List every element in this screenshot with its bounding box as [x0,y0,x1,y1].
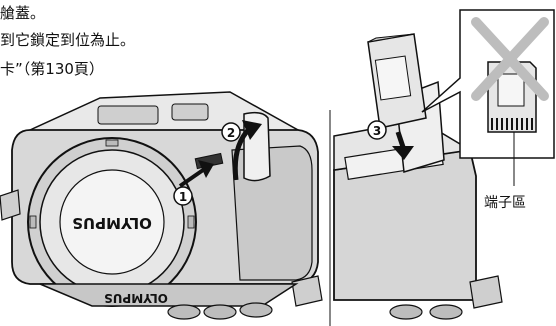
callout-step-3: 3 [368,121,386,139]
callout-step-1: 1 [174,187,192,205]
brand-text-base: OLYMPUS [104,291,168,305]
callout-step-2: 2 [222,123,240,141]
callout-step-2-label: 2 [227,126,235,140]
callout-step-1-label: 1 [179,190,187,204]
terminal-area-label: 端子區 [484,192,526,212]
callout-step-3-label: 3 [373,124,381,138]
camera-illustration-left [0,92,322,319]
brand-text-lens-cap: OLYMPUS [72,214,152,232]
